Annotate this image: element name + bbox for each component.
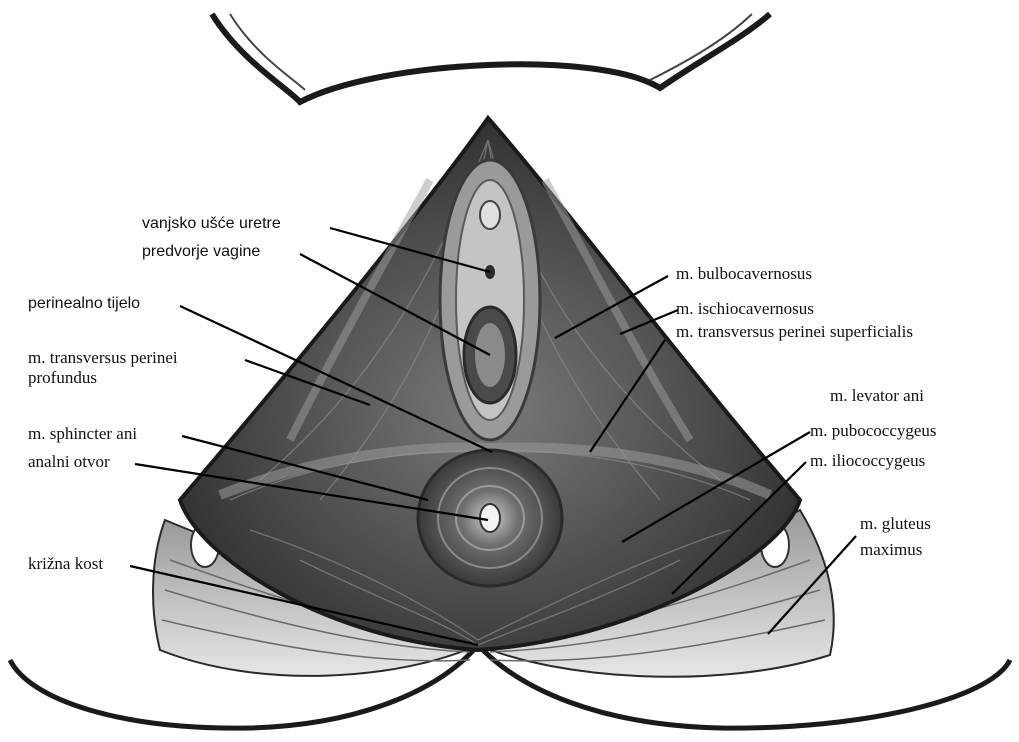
label-anal-opening: analni otvor: [28, 452, 110, 472]
label-gluteus-line2: maximus: [860, 540, 922, 560]
anal-opening: [480, 504, 500, 532]
anal-sphincter: [418, 450, 562, 586]
label-deep-transverse-line1: m. transversus perinei: [28, 348, 178, 368]
label-bulbocavernosus: m. bulbocavernosus: [676, 264, 812, 284]
label-perineal-body: perinealno tijelo: [28, 294, 140, 314]
label-ischiocavernosus: m. ischiocavernosus: [676, 299, 814, 319]
label-sacrum: križna kost: [28, 554, 103, 574]
pubic-arch-outline: [212, 14, 770, 102]
label-vestibule: predvorje vagine: [142, 242, 260, 262]
label-deep-transverse-line2: profundus: [28, 368, 97, 388]
label-iliococcygeus: m. iliococcygeus: [810, 451, 925, 471]
label-urethral-opening: vanjsko ušće uretre: [142, 214, 281, 234]
label-sphincter-ani: m. sphincter ani: [28, 424, 137, 444]
label-levator-ani: m. levator ani: [830, 386, 924, 406]
label-gluteus-line1: m. gluteus: [860, 514, 931, 534]
label-superficial-transverse: m. transversus perinei superficialis: [676, 322, 913, 342]
label-pubococcygeus: m. pubococcygeus: [810, 421, 937, 441]
buttocks-outline: [10, 645, 1010, 728]
vestibule: [440, 160, 540, 440]
